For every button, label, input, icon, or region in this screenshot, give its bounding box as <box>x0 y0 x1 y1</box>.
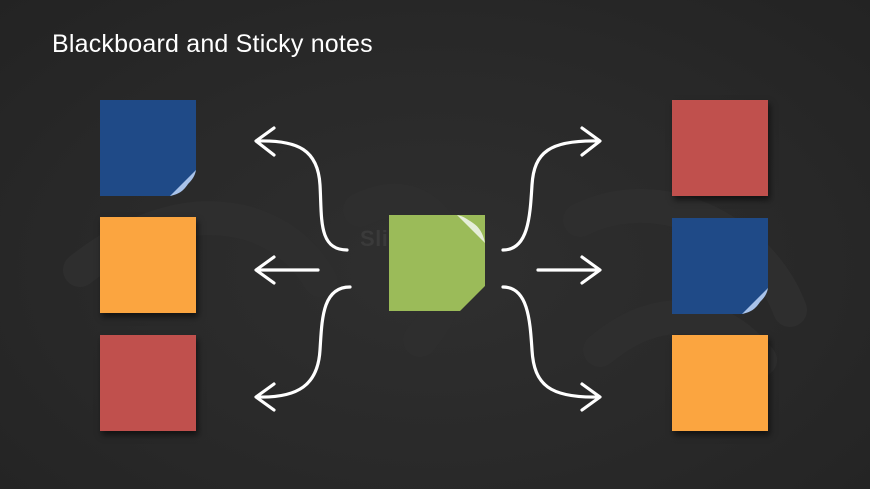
curved-arrow-upper-right-icon <box>501 126 602 252</box>
curved-arrow-lower-right-icon <box>501 285 602 412</box>
sticky-note-left-orange[interactable] <box>100 217 196 313</box>
sticky-note-right-red[interactable] <box>672 100 768 196</box>
curved-arrow-upper-left-icon <box>254 126 349 252</box>
curved-arrow-lower-left-icon <box>254 285 352 412</box>
sticky-note-right-orange[interactable] <box>672 335 768 431</box>
straight-arrow-left-icon <box>254 255 320 285</box>
straight-arrow-right-icon <box>536 255 602 285</box>
slide-title: Blackboard and Sticky notes <box>52 30 373 58</box>
sticky-note-left-red[interactable] <box>100 335 196 431</box>
